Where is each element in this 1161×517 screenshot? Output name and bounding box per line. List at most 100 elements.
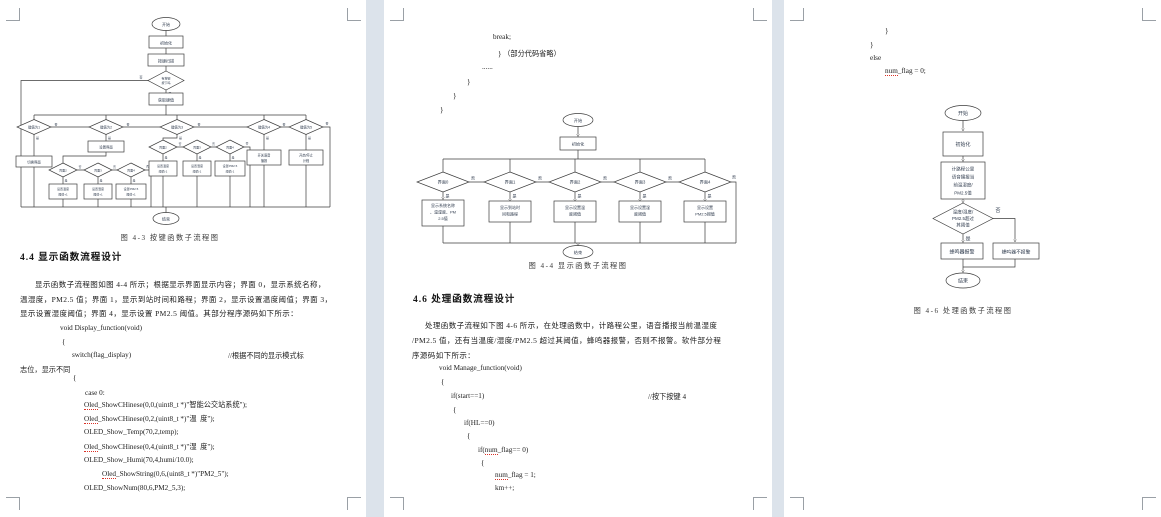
svg-text:阈值-1: 阈值-1 (159, 169, 168, 174)
node-show-arrival: 显示到站时 间和路程 (488, 200, 532, 223)
svg-text:结束: 结束 (958, 278, 968, 285)
figure-4-6-caption: 图 4-6 处理函数子流程图 (913, 307, 1013, 315)
svg-text:设置界面: 设置界面 (99, 145, 113, 150)
margin-mark-bottom-left (6, 497, 20, 510)
margin-mark-top-left (390, 8, 404, 21)
svg-text:阈值-1: 阈值-1 (226, 169, 235, 174)
code-line: switch(flag_display) (72, 351, 132, 359)
node-show-humi-threshold: 显示设置湿 度阈值 (618, 200, 662, 223)
svg-text:否: 否 (732, 175, 736, 180)
svg-text:前温湿度/: 前温湿度/ (953, 182, 973, 189)
code-line: OLED_Show_Temp(70,2,temp); (84, 428, 179, 436)
node-start: 开始 (151, 17, 181, 31)
node-init: 初始化 (559, 136, 597, 151)
svg-text:度阈值: 度阈值 (569, 211, 581, 217)
flow-connectors (20, 30, 331, 213)
figure-4-4-flowchart[interactable]: 开始 初始化 界面0 界面1 界面2 界面3 界面4 否 否 否 否 (384, 112, 772, 260)
svg-text:蜂鸣器不报警: 蜂鸣器不报警 (1002, 249, 1031, 256)
node-show-pm-threshold: 显示设置 PM2.5阈值 (683, 200, 727, 223)
svg-text:否: 否 (126, 123, 129, 127)
svg-text:是: 是 (232, 156, 235, 160)
svg-text:阈值+1: 阈值+1 (58, 192, 68, 197)
svg-text:结束: 结束 (162, 216, 170, 222)
svg-text:否: 否 (668, 176, 672, 181)
misspelled-token: num (495, 471, 508, 480)
svg-text:阈值+1: 阈值+1 (93, 192, 103, 197)
svg-text:是: 是 (108, 135, 111, 140)
paragraph-line: 显示设置湿度阈值；界面 4，显示设置 PM2.5 阈值。其部分程序源码如下所示： (20, 309, 299, 318)
svg-text:键值为2: 键值为2 (100, 125, 112, 130)
figure-4-6-flowchart[interactable]: 开始 初始化 计路程公里 语音播报当 前温湿度/ PM2.5值 温度/湿度/ P… (784, 103, 1161, 298)
decision-screens: 界面0 界面1 界面2 界面3 界面4 否 否 否 否 否 是 是 是 是 是 (416, 171, 736, 199)
figure-4-3-flowchart[interactable]: 开始 初始化 按键扫描 有按键 按下吗 否 是 获取键值 (0, 0, 366, 232)
misspelled-token: Oled (84, 415, 98, 424)
flow-connectors (963, 259, 1016, 268)
svg-text:播报: 播报 (261, 158, 268, 163)
page-1[interactable]: 开始 初始化 按键扫描 有按键 按下吗 否 是 获取键值 (0, 0, 366, 517)
paragraph-line: 显示函数子流程图如图 4-4 所示；根据显示界面显示内容；界面 0，显示系统名称… (35, 280, 326, 289)
svg-text:设置温度: 设置温度 (157, 163, 169, 168)
svg-text:显示到站时: 显示到站时 (500, 204, 520, 210)
svg-text:按键扫描: 按键扫描 (158, 58, 174, 64)
flow-arrow (993, 218, 1015, 242)
svg-text:键值为5: 键值为5 (300, 125, 312, 130)
svg-text:界面2: 界面2 (159, 146, 167, 150)
svg-text:键值为1: 键值为1 (28, 125, 40, 130)
svg-text:是: 是 (165, 156, 168, 160)
svg-text:是: 是 (513, 193, 517, 199)
node-process: 计路程公里 语音播报当 前温湿度/ PM2.5值 (940, 161, 986, 200)
decision-key-pressed: 有按键 按下吗 否 是 (139, 70, 185, 96)
svg-text:计程: 计程 (303, 158, 310, 163)
code-line: { (481, 459, 485, 467)
code-line: void Manage_function(void) (439, 364, 522, 372)
code-line: 志位，显示不同 (20, 366, 71, 374)
svg-text:否: 否 (139, 76, 143, 80)
svg-text:其阈值: 其阈值 (956, 222, 970, 229)
margin-mark-top-right (1142, 8, 1156, 21)
svg-text:设置PM2.5: 设置PM2.5 (223, 163, 238, 168)
code-line: num_flag = 0; (885, 67, 926, 76)
page-3[interactable]: } } else num_flag = 0; 开始 初始化 (784, 0, 1161, 517)
code-line: } (440, 106, 444, 114)
node-start: 开始 (944, 105, 982, 121)
code-line: break; (493, 33, 511, 41)
node-key-scan: 按键扫描 (147, 53, 185, 67)
code-line: OLED_ShowNum(80,6,PM2_5,3); (84, 484, 186, 492)
svg-text:初始化: 初始化 (955, 141, 970, 148)
svg-text:、温湿度、PM: 、温湿度、PM (430, 209, 456, 215)
node-buzzer-no-alarm: 蜂鸣器不报警 (992, 242, 1040, 260)
decision-screens-plus: 界面2 界面3 界面4 否 否 否 是 是 是 (48, 162, 149, 183)
svg-text:开关语音: 开关语音 (258, 153, 272, 158)
svg-text:界面0: 界面0 (438, 180, 449, 186)
svg-text:显示设置温: 显示设置温 (565, 204, 585, 210)
misspelled-token: num (885, 67, 898, 76)
page-2[interactable]: break; } （部分代码省略） ...... } } } 开始 (384, 0, 772, 517)
svg-text:是: 是 (133, 179, 136, 183)
svg-text:否: 否 (79, 165, 82, 169)
code-line: { (467, 432, 471, 440)
svg-text:结束: 结束 (574, 249, 583, 256)
svg-text:界面4: 界面4 (127, 169, 135, 173)
code-line: } (453, 92, 457, 100)
svg-text:否: 否 (197, 123, 200, 127)
svg-text:设置湿度: 设置湿度 (191, 163, 203, 168)
nodes-threshold-plus: 设置温度 阈值+1 设置湿度 阈值+1 设置PM2.5 阈值+1 (48, 183, 147, 200)
page-gap (772, 0, 784, 517)
paragraph-line: /PM2.5 值，还有当温度/湿度/PM2.5 超过其阈值，蜂鸣器报警，否则不报… (412, 336, 722, 345)
svg-text:界面3: 界面3 (193, 146, 201, 150)
misspelled-token: num (484, 446, 498, 455)
node-end: 结束 (152, 212, 180, 225)
margin-mark-bottom-right (753, 497, 767, 510)
code-line: km++; (495, 484, 515, 492)
code-line: { (62, 338, 66, 346)
margin-mark-bottom-right (347, 497, 361, 510)
misspelled-token: Oled (84, 401, 98, 410)
svg-text:键值为4: 键值为4 (258, 125, 270, 130)
code-line: if(num_flag== 0) (478, 446, 529, 455)
svg-text:否: 否 (282, 123, 285, 127)
svg-text:是: 是 (199, 156, 202, 160)
svg-text:否: 否 (603, 176, 607, 181)
svg-text:界面2: 界面2 (59, 169, 67, 173)
code-line: else (870, 54, 882, 62)
